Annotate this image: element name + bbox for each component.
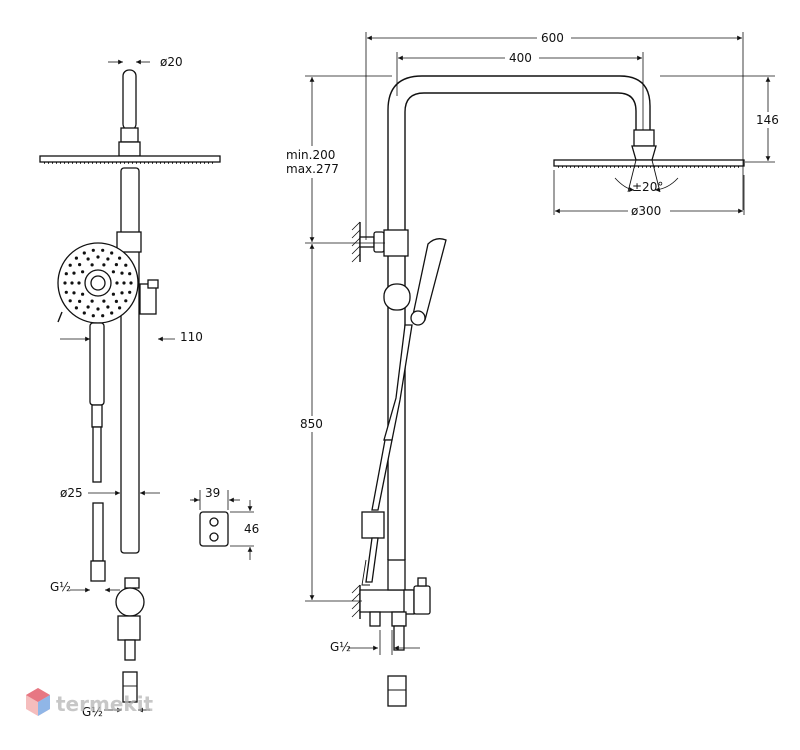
arm-width-label: 400 bbox=[509, 51, 532, 65]
nozzle-dot bbox=[90, 263, 94, 267]
height-min-label: min.200 bbox=[286, 148, 335, 162]
nozzle-dot bbox=[64, 290, 68, 294]
bracket-body bbox=[199, 511, 229, 547]
nozzle-dot bbox=[82, 311, 86, 315]
nozzle-dot bbox=[110, 311, 114, 315]
height-max-label: max.277 bbox=[286, 162, 339, 176]
nozzle-dot bbox=[63, 281, 67, 285]
side-dimensions: 600 400 146 ø300 ±20° min.200 max.277 85… bbox=[283, 29, 784, 655]
bracket-upper-side bbox=[383, 229, 409, 257]
inlet-fitting-side bbox=[387, 675, 407, 707]
nozzle-dot bbox=[114, 299, 118, 303]
slider-side bbox=[383, 283, 411, 311]
shower-arm-inner bbox=[404, 92, 637, 560]
nozzle-dot bbox=[111, 270, 115, 274]
mixer-body bbox=[117, 615, 141, 641]
nozzle-dot bbox=[86, 305, 90, 309]
nozzle-dot bbox=[101, 248, 105, 252]
pipe-nut bbox=[120, 127, 139, 143]
mixer-knob bbox=[115, 587, 145, 617]
nozzle-dot bbox=[74, 306, 78, 310]
nozzle-dot bbox=[96, 255, 100, 259]
nozzle-dot bbox=[111, 292, 115, 296]
nozzle-dot bbox=[106, 305, 110, 309]
nozzle-dot bbox=[68, 263, 72, 267]
hose-lower bbox=[92, 502, 104, 562]
nozzle-dot bbox=[72, 291, 76, 295]
watermark-logo-icon bbox=[26, 688, 50, 716]
nozzle-dot bbox=[101, 314, 105, 318]
nozzle-dot bbox=[74, 256, 78, 260]
bracket-height-label: 46 bbox=[244, 522, 259, 536]
nozzle-dot bbox=[78, 263, 82, 267]
nozzle-dot bbox=[118, 306, 122, 310]
front-view bbox=[39, 69, 221, 703]
hose-side bbox=[371, 439, 393, 511]
nozzle-dot bbox=[86, 257, 90, 261]
nozzle-dot bbox=[128, 290, 132, 294]
nozzle-dot bbox=[91, 248, 95, 252]
arm-height-label: 146 bbox=[756, 113, 779, 127]
nozzle-dot bbox=[90, 299, 94, 303]
side-view bbox=[351, 75, 745, 707]
wall-bracket-upper bbox=[116, 231, 142, 253]
nozzle-dot bbox=[129, 281, 133, 285]
nozzle-dot bbox=[124, 299, 128, 303]
nozzle-dot bbox=[81, 292, 85, 296]
watermark: termekit bbox=[26, 688, 154, 716]
hand-shower-handle bbox=[89, 322, 105, 406]
nozzle-dot bbox=[115, 281, 119, 285]
thread-right-label: G½ bbox=[330, 640, 351, 654]
thread-bottom-label: G½ bbox=[82, 705, 103, 719]
head-diameter-label: ø300 bbox=[631, 204, 661, 218]
rain-shower-plate bbox=[39, 155, 221, 163]
nozzle-dot bbox=[128, 272, 132, 276]
offset-110-label: 110 bbox=[180, 330, 203, 344]
nozzle-dot bbox=[72, 271, 76, 275]
hand-shower-side bbox=[412, 238, 447, 321]
front-dimensions: ø20 110 ø25 G½ G½ bbox=[50, 55, 203, 719]
top-pipe bbox=[122, 69, 137, 131]
hand-shower-handle-side bbox=[383, 324, 413, 441]
pipe-diameter-top-label: ø20 bbox=[160, 55, 183, 69]
bar-height-label: 850 bbox=[300, 417, 323, 431]
nozzle-dot bbox=[82, 251, 86, 255]
pipe-diameter-bottom-label: ø25 bbox=[60, 486, 83, 500]
thread-left-label: G½ bbox=[50, 580, 71, 594]
nozzle-dot bbox=[110, 251, 114, 255]
nozzle-dot bbox=[91, 314, 95, 318]
nozzle-dot bbox=[68, 299, 72, 303]
nozzle-dots bbox=[63, 248, 133, 318]
nozzle-dot bbox=[96, 307, 100, 311]
total-width-label: 600 bbox=[541, 31, 564, 45]
rain-shower-side bbox=[553, 159, 745, 167]
hose-upper bbox=[92, 426, 102, 483]
nozzle-dot bbox=[81, 270, 85, 274]
watermark-text: termekit bbox=[56, 692, 154, 716]
tilt-angle-label: ±20° bbox=[632, 180, 663, 194]
bracket-width-label: 39 bbox=[205, 486, 220, 500]
nozzle-dot bbox=[114, 263, 118, 267]
head-connector bbox=[118, 141, 141, 157]
nozzle-dot bbox=[102, 263, 106, 267]
riser-bar bbox=[120, 167, 140, 554]
nozzle-dot bbox=[64, 272, 68, 276]
nozzle-dot bbox=[106, 257, 110, 261]
nozzle-dot bbox=[77, 281, 81, 285]
nozzle-dot bbox=[120, 291, 124, 295]
nozzle-dot bbox=[118, 256, 122, 260]
nozzle-dot bbox=[124, 263, 128, 267]
inlet-fitting bbox=[122, 671, 138, 703]
nozzle-dot bbox=[122, 281, 126, 285]
bracket-detail: 39 46 bbox=[190, 486, 259, 560]
shower-arm-outer bbox=[387, 75, 651, 560]
nozzle-dot bbox=[78, 299, 82, 303]
nozzle-dot bbox=[70, 281, 74, 285]
nozzle-dot bbox=[102, 299, 106, 303]
nozzle-dot bbox=[120, 271, 124, 275]
